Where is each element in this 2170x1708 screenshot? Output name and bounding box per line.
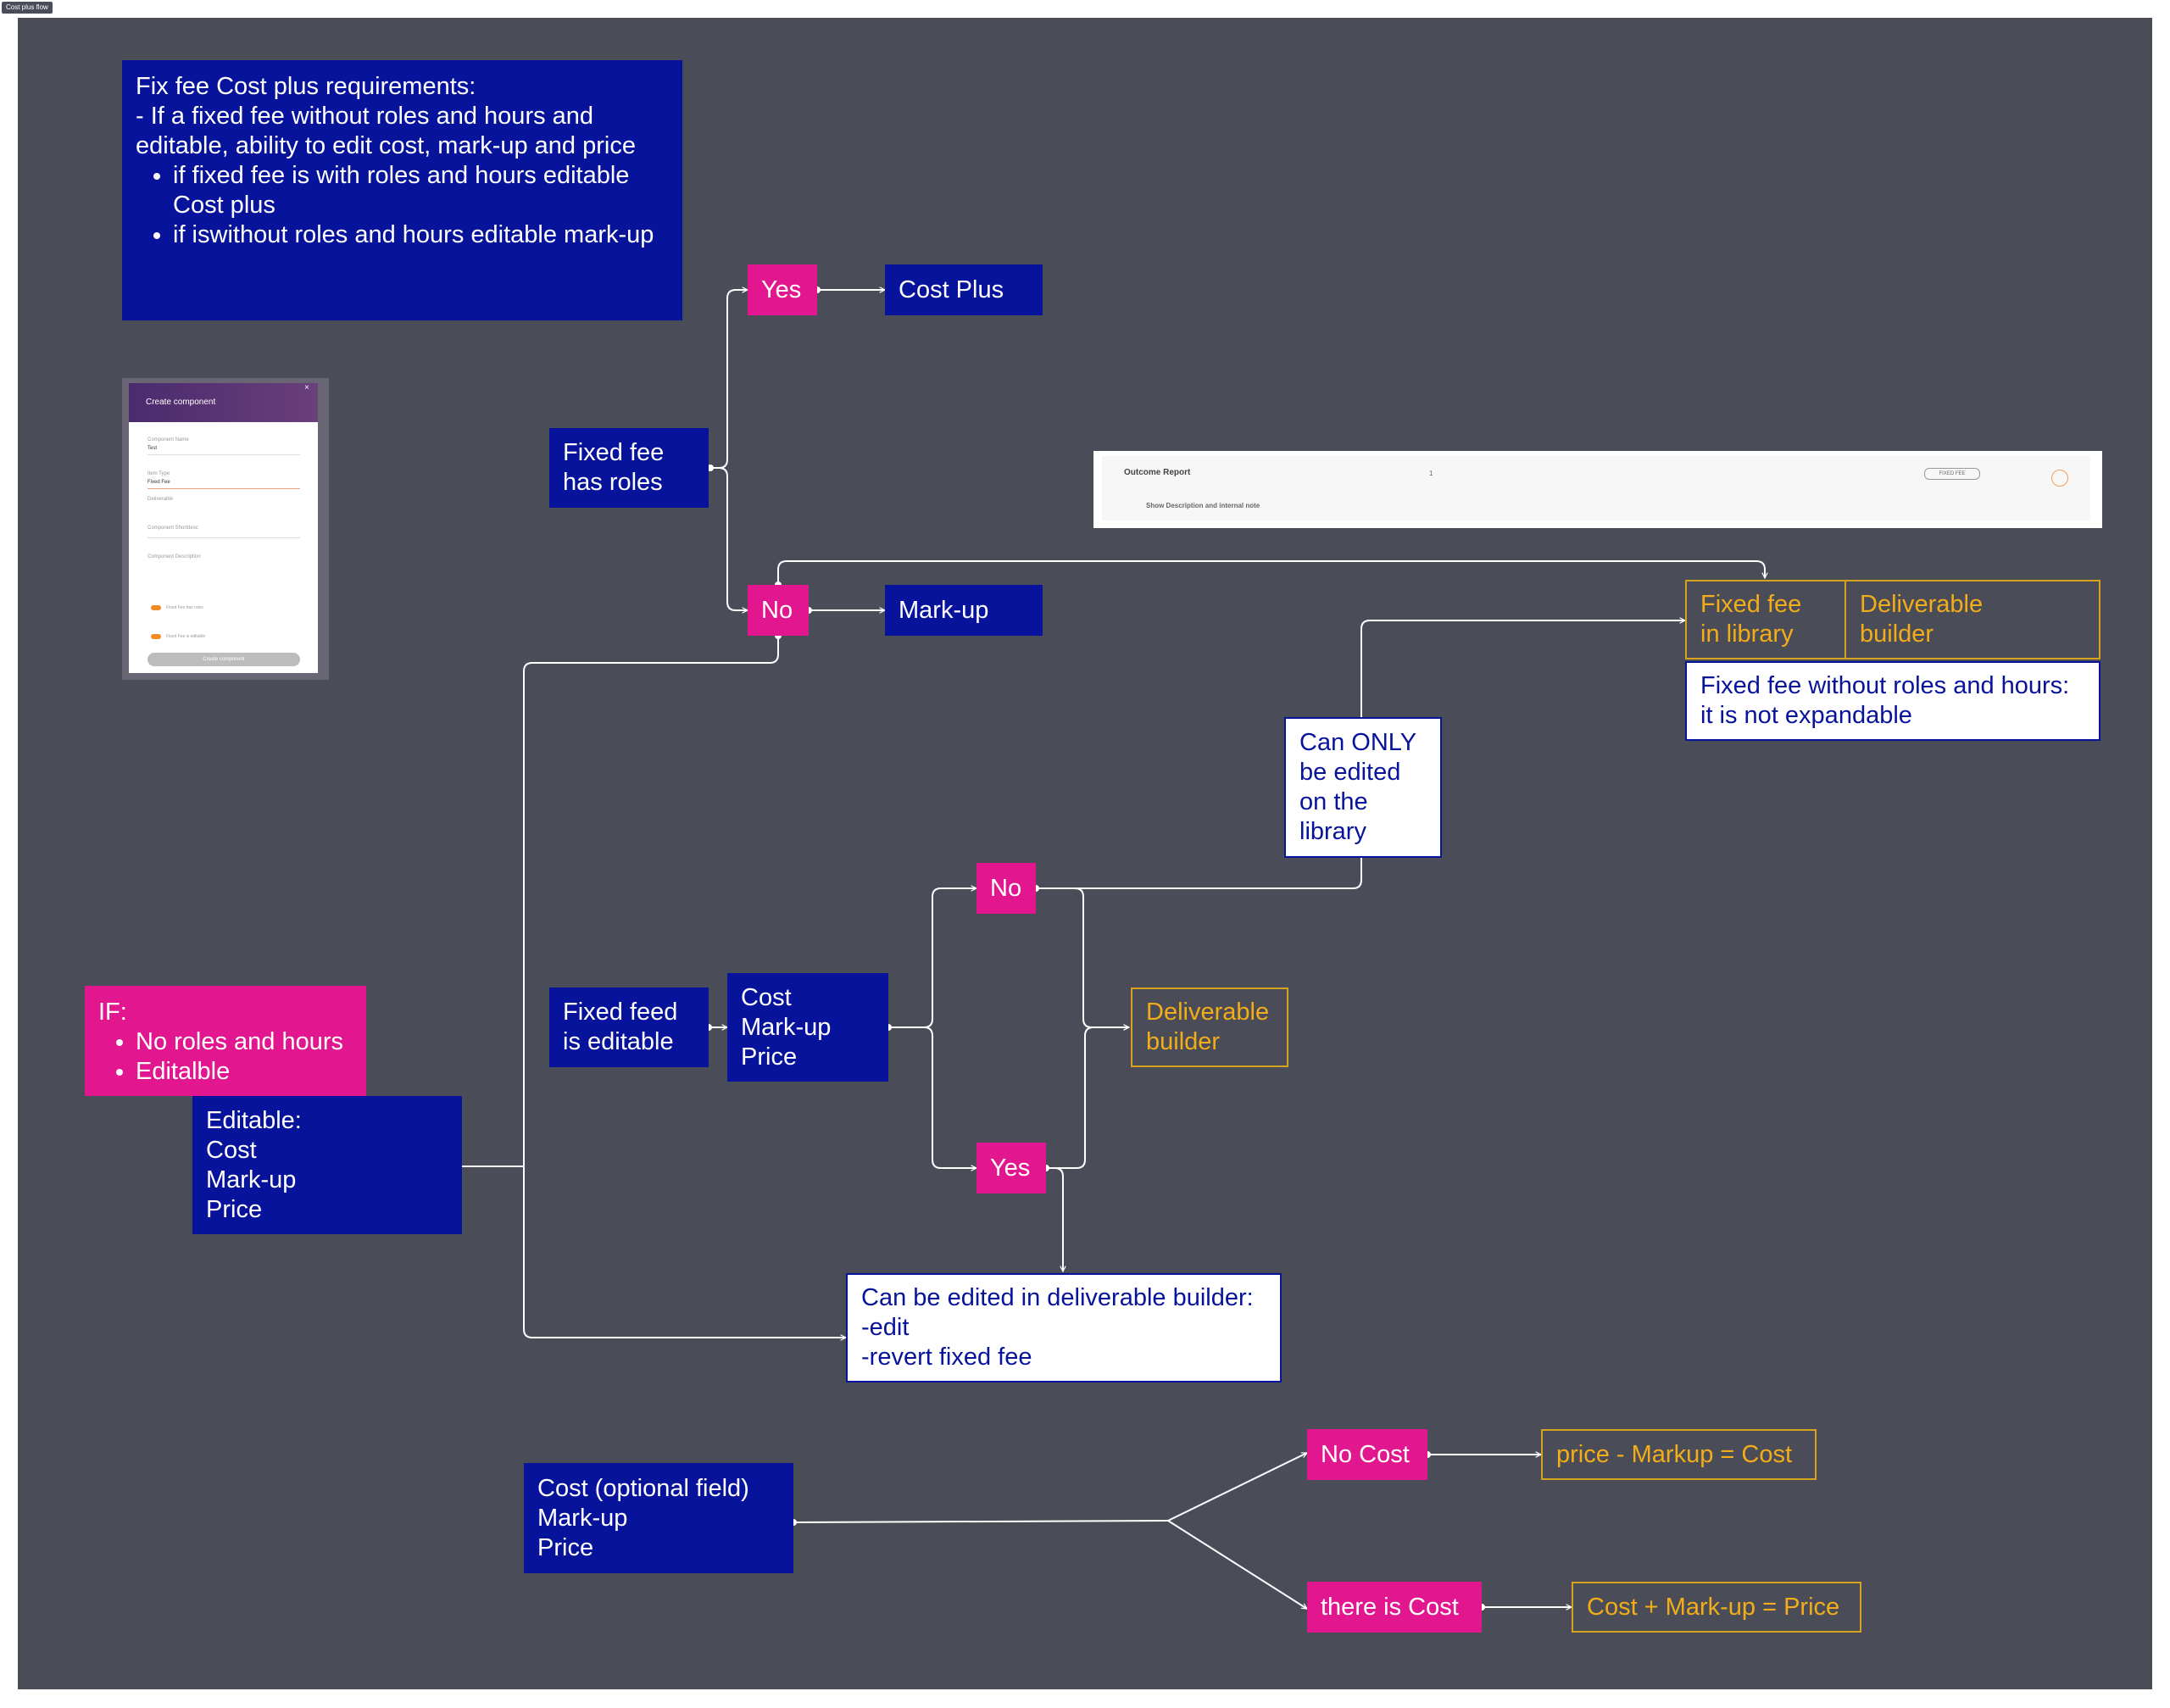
outcome-report-title: Outcome Report — [1124, 468, 1191, 477]
no-mid-node: No — [976, 863, 1036, 914]
if-bullet: Editalble — [136, 1057, 353, 1087]
requirements-bullet: if fixed fee is with roles and hours edi… — [173, 161, 669, 220]
port-roles — [707, 465, 714, 471]
yes-top-node: Yes — [748, 264, 817, 315]
connector-cmp-to-no — [888, 888, 976, 1028]
requirements-line: - If a fixed fee without roles and hours… — [136, 103, 636, 159]
field-label: Component Description — [147, 554, 201, 559]
toggle[interactable] — [151, 634, 161, 639]
qty-value: 1 — [1429, 470, 1433, 477]
more-options-icon[interactable] — [2051, 470, 2068, 487]
connector-roles-to-yes — [710, 290, 748, 469]
connector-cmp-to-yes — [888, 1026, 976, 1168]
fixed-fee-has-roles-node: Fixed fee has roles — [549, 428, 709, 508]
editable-list-node: Editable: Cost Mark-up Price — [192, 1096, 462, 1234]
close-icon[interactable]: × — [304, 383, 309, 392]
connector-library-note-to-library — [1360, 620, 1685, 717]
if-bullet: No roles and hours — [136, 1027, 353, 1057]
connector-yes-to-builder-edit — [1046, 1167, 1063, 1271]
toggle[interactable] — [151, 605, 161, 610]
requirements-title: Fix fee Cost plus requirements: — [136, 73, 476, 100]
field-label: Deliverable — [147, 497, 174, 502]
connector-cost-to-fork — [793, 1520, 1169, 1523]
requirements-bullets: if fixed fee is with roles and hours edi… — [136, 161, 669, 250]
edit-in-builder-note: Can be edited in deliverable builder: -e… — [846, 1273, 1282, 1383]
cost-plus-markup-node: Cost + Mark-up = Price — [1572, 1582, 1861, 1633]
connector-yes-to-deliverable — [1046, 1027, 1129, 1169]
cost-plus-node: Cost Plus — [885, 264, 1043, 315]
field-underline — [147, 488, 300, 489]
requirements-bullet: if iswithout roles and hours editable ma… — [173, 220, 669, 250]
markup-node: Mark-up — [885, 585, 1043, 636]
toggle-label: Fixed Fee has roles — [166, 605, 203, 610]
outcome-report-screenshot: Outcome Report Show Description and inte… — [1093, 451, 2102, 528]
toggle-label: Fixed Fee is editable — [166, 634, 206, 639]
connector-fork-to-thereiscost — [1167, 1520, 1307, 1610]
fixed-feed-editable-node: Fixed feed is editable — [549, 988, 709, 1067]
create-component-screenshot: Create component × Component Name Test I… — [122, 378, 329, 680]
create-component-button[interactable]: Create component — [147, 653, 300, 666]
outcome-report-description-link[interactable]: Show Description and internal note — [1146, 502, 1260, 509]
no-cost-node: No Cost — [1307, 1429, 1427, 1480]
price-minus-markup-node: price - Markup = Cost — [1541, 1429, 1817, 1480]
connector-no-to-library — [777, 560, 1765, 585]
only-library-note: Can ONLY be edited on the library — [1284, 717, 1442, 858]
modal-header: Create component — [129, 383, 318, 422]
connector-roles-to-no — [710, 467, 748, 610]
no-top-node: No — [748, 585, 809, 636]
field-underline — [147, 537, 300, 538]
field-label: Item Type — [147, 471, 170, 476]
field-value: Test — [147, 446, 158, 451]
fixed-fee-in-library-node: Fixed fee in library — [1685, 580, 1846, 659]
cost-optional-node: Cost (optional field) Mark-up Price — [524, 1463, 793, 1573]
outcome-report-row: Outcome Report Show Description and inte… — [1102, 456, 2090, 520]
field-label: Component Shortdesc — [147, 526, 198, 531]
requirements-note: Fix fee Cost plus requirements: - If a f… — [122, 60, 682, 320]
if-bullets: No roles and hours Editalble — [98, 1027, 353, 1087]
cost-markup-price-node: Cost Mark-up Price — [727, 973, 888, 1082]
field-label: Component Name — [147, 437, 189, 442]
connector-fork-to-nocost — [1167, 1452, 1307, 1522]
not-expandable-note: Fixed fee without roles and hours: it is… — [1685, 661, 2100, 741]
if-title: IF: — [98, 999, 127, 1026]
connector-no-to-editable-branch — [523, 636, 846, 1338]
fixed-fee-badge[interactable]: FIXED FEE — [1924, 468, 1980, 480]
connector-no-to-deliverable — [1036, 887, 1129, 1027]
create-component-modal: Create component × Component Name Test I… — [129, 383, 318, 673]
there-is-cost-node: there is Cost — [1307, 1582, 1482, 1633]
deliverable-builder-top-node: Deliverable builder — [1844, 580, 2100, 659]
board-tab[interactable]: Cost plus flow — [2, 2, 53, 14]
connector-no-to-library-note — [1036, 858, 1362, 889]
field-underline — [147, 454, 300, 455]
if-condition-note: IF: No roles and hours Editalble — [85, 986, 366, 1096]
deliverable-builder-mid-node: Deliverable builder — [1131, 988, 1288, 1067]
yes-mid-node: Yes — [976, 1143, 1046, 1193]
field-value[interactable]: Fixed Fee — [147, 480, 170, 485]
